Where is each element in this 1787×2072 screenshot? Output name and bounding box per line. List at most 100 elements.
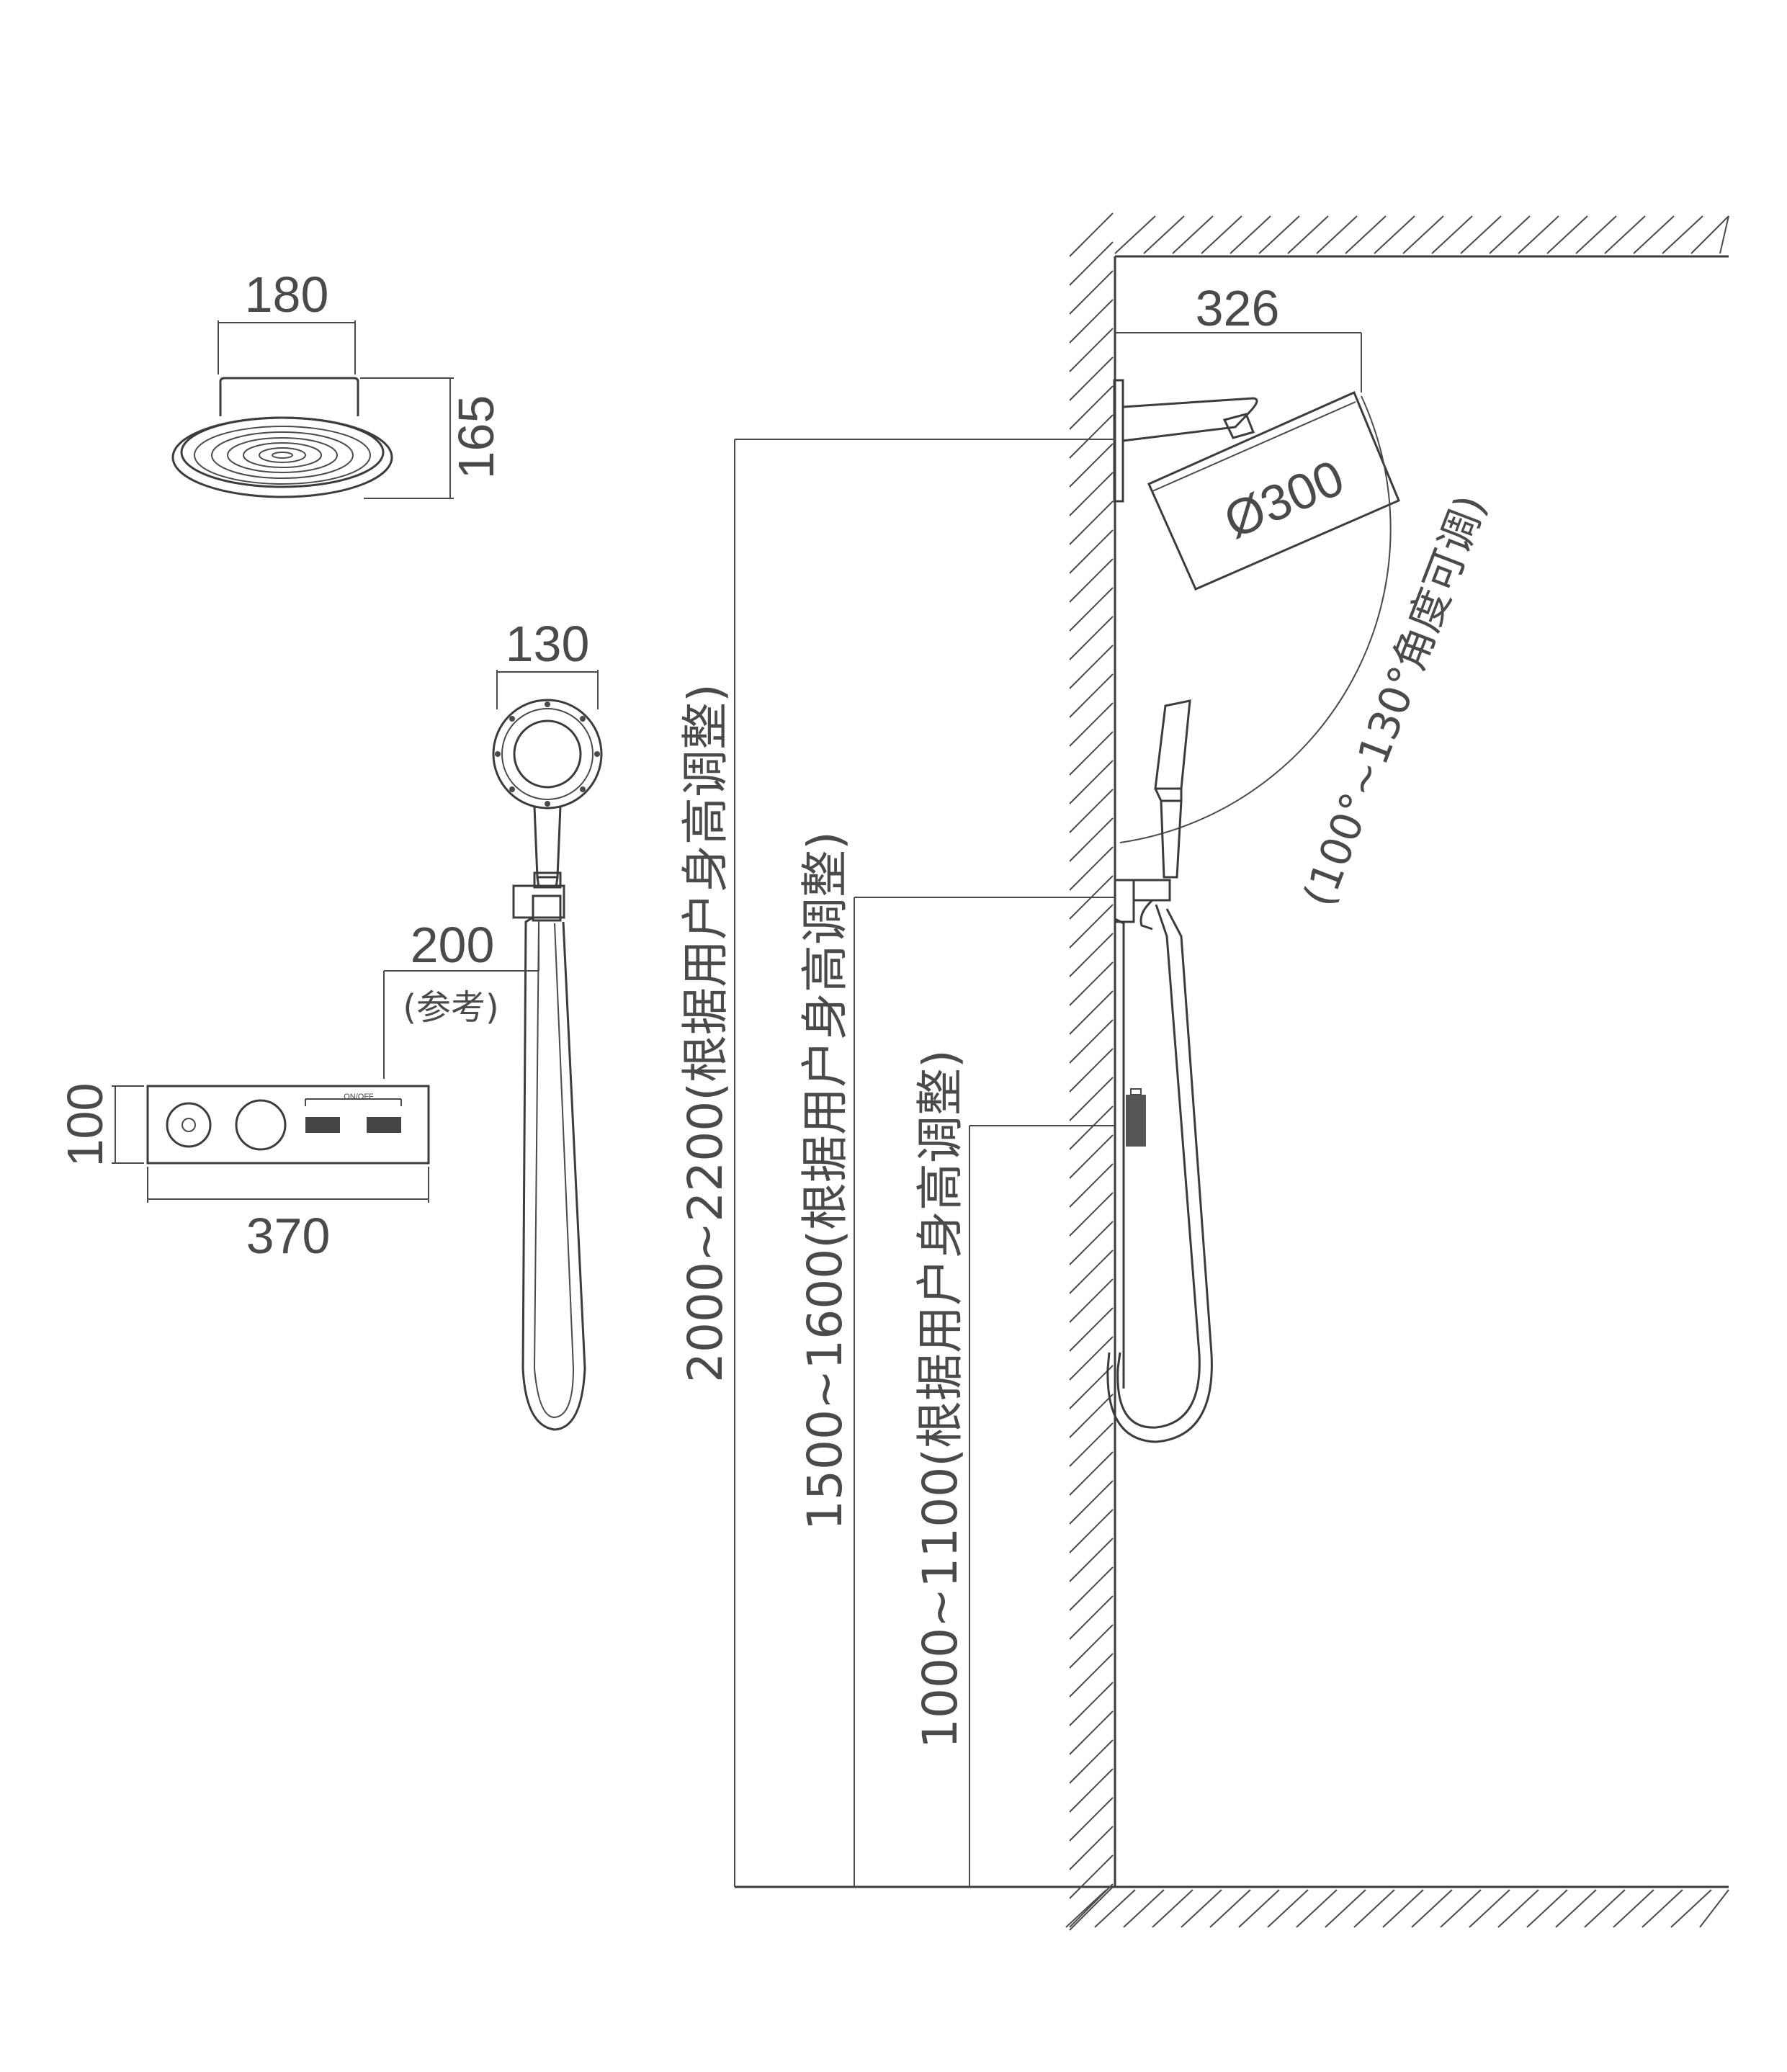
head-height-label: 165 [448, 395, 504, 480]
hatch-line [1345, 215, 1387, 254]
hatch-line [1069, 846, 1114, 891]
hatch-line [1069, 1019, 1114, 1064]
wall-hatching [1065, 212, 1729, 1931]
hatch-line [1069, 1682, 1114, 1726]
hatch-line [1152, 1889, 1193, 1928]
hatch-line [1181, 1889, 1222, 1928]
hatch-line [1238, 1889, 1280, 1928]
hatch-line [1699, 1889, 1729, 1928]
hatch-line [1114, 215, 1156, 254]
hatch-line [1719, 215, 1729, 254]
hatch-line [1069, 1250, 1114, 1294]
hatch-line [1069, 1653, 1114, 1697]
hatch-line [1143, 215, 1185, 254]
hatch-line [1069, 1509, 1114, 1553]
hatch-line [1069, 241, 1114, 286]
hatch-line [1230, 215, 1271, 254]
hatch-line [1069, 731, 1114, 776]
head-diameter-label: Ø300 [1217, 449, 1352, 550]
hatch-line [1069, 270, 1114, 315]
angle-adjust-note: (100°~130°角度可调) [1294, 488, 1495, 912]
hatch-line [1069, 702, 1114, 747]
hatch-line [1069, 1048, 1114, 1093]
hatch-line [1069, 1855, 1114, 1899]
hatch-line [1546, 215, 1588, 254]
overhead-height-label: 2000~2200(根据用户身高调整) [678, 683, 733, 1383]
hatch-line [1209, 1889, 1251, 1928]
hatch-line [1069, 501, 1114, 545]
hatch-line [1584, 1889, 1626, 1928]
hatch-line [1069, 1307, 1114, 1352]
arm-length-label: 326 [1196, 280, 1280, 336]
hatch-line [1575, 215, 1617, 254]
hatch-line [1258, 215, 1300, 254]
hose-offset-note: (参考) [403, 987, 498, 1028]
hatch-line [1497, 1889, 1539, 1928]
hatch-line [1069, 760, 1114, 804]
hatch-line [1172, 215, 1214, 254]
hatch-line [1094, 1889, 1136, 1928]
height-dimensions [734, 439, 1115, 1887]
hatch-line [1069, 961, 1114, 1006]
hatch-line [1642, 1889, 1683, 1928]
hatch-line [1069, 616, 1114, 660]
hatch-line [1402, 215, 1444, 254]
hatch-line [1069, 1739, 1114, 1784]
hatch-line [1411, 1889, 1453, 1928]
hatch-line [1069, 1422, 1114, 1467]
hatch-line [1069, 1768, 1114, 1813]
panel-height-label: 100 [57, 1083, 113, 1167]
hatch-line [1633, 215, 1675, 254]
hatch-line [1069, 933, 1114, 977]
handheld-shower-view [383, 670, 603, 1431]
hatch-line [1069, 789, 1114, 833]
hatch-line [1374, 215, 1415, 254]
hatch-line [1069, 1886, 1114, 1931]
panel-width-label: 370 [246, 1208, 331, 1264]
hatch-line [1069, 1336, 1114, 1381]
hatch-line [1670, 1889, 1712, 1928]
hatch-line [1287, 215, 1329, 254]
hatch-line [1069, 385, 1114, 430]
hatch-line [1267, 1889, 1309, 1928]
hatch-line [1690, 215, 1729, 254]
control-panel-view [112, 1085, 430, 1203]
hatch-line [1069, 1134, 1114, 1179]
hatch-line [1662, 215, 1703, 254]
overhead-shower-side [1113, 332, 1400, 843]
hatch-line [1489, 215, 1531, 254]
hatch-line [1069, 212, 1114, 257]
hatch-line [1201, 215, 1242, 254]
hatch-line [1069, 472, 1114, 516]
hatch-line [1526, 1889, 1568, 1928]
hatch-line [1069, 328, 1114, 372]
hatch-line [1069, 414, 1114, 459]
hose-offset-label: 200 [411, 917, 495, 973]
hatch-line [1065, 1889, 1107, 1928]
hatch-line [1069, 558, 1114, 603]
hatch-line [1382, 1889, 1424, 1928]
hatch-line [1069, 904, 1114, 948]
hatch-line [1069, 443, 1114, 488]
hatch-line [1069, 1480, 1114, 1525]
hatch-line [1123, 1889, 1165, 1928]
hatch-line [1555, 1889, 1597, 1928]
hatch-line [1460, 215, 1502, 254]
hatch-line [1431, 215, 1473, 254]
hatch-line [1069, 356, 1114, 401]
hatch-line [1069, 1192, 1114, 1237]
hatch-line [1325, 1889, 1366, 1928]
hatch-line [1069, 1451, 1114, 1496]
hatch-line [1469, 1889, 1510, 1928]
hatch-line [1069, 645, 1114, 689]
shower-head-view [171, 320, 454, 499]
hatch-line [1069, 1826, 1114, 1870]
handheld-dot-ring [495, 701, 600, 807]
hatch-line [1440, 1889, 1482, 1928]
wall-section [735, 212, 1729, 1931]
head-width-label: 180 [245, 266, 329, 323]
hatch-line [1069, 1710, 1114, 1755]
hatch-line [1353, 1889, 1395, 1928]
hatch-line [1069, 587, 1114, 632]
